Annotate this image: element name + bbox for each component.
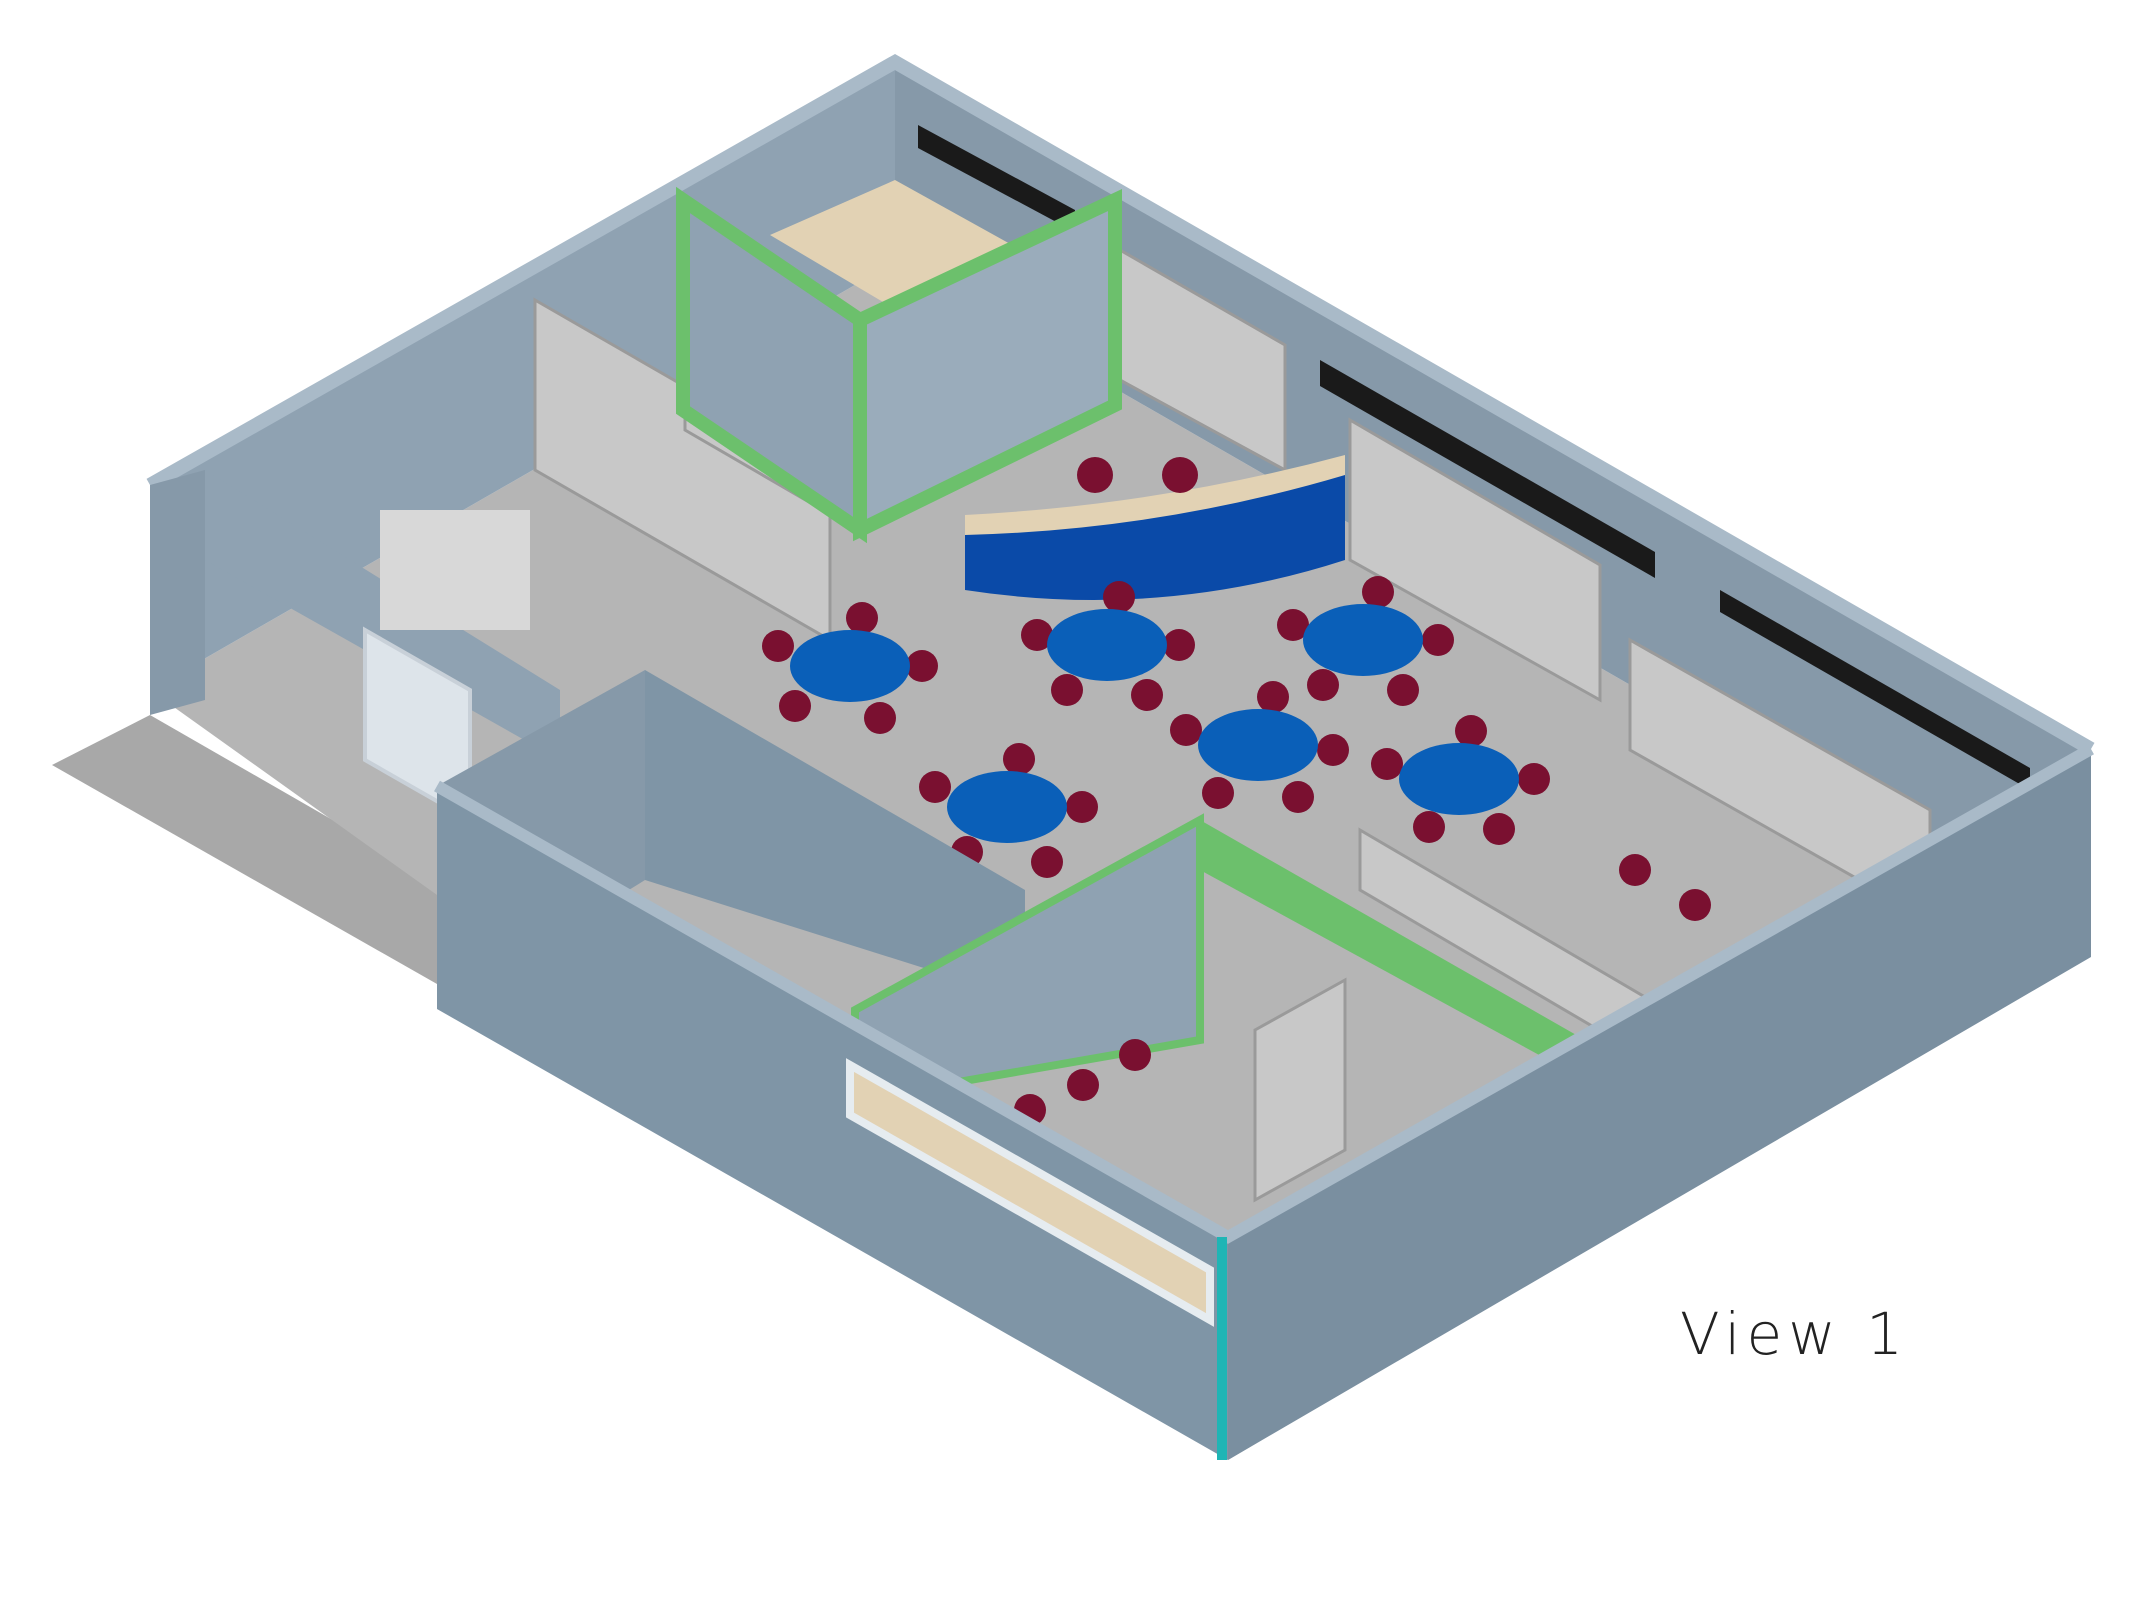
round-table [790,630,910,702]
round-table [1047,609,1167,681]
bookshelf [1253,977,1347,1203]
copier [380,510,530,630]
round-table [947,771,1067,843]
exterior-slab [52,715,437,984]
window [1320,360,1655,578]
view-label: View 1 [1680,1300,1909,1368]
left-outer-wall [150,470,205,715]
bookshelf [1348,417,1602,703]
front-window [846,1058,1214,1327]
round-table [1303,604,1423,676]
table-group [1021,581,1195,711]
window [1720,590,2030,790]
chair [1067,1069,1099,1101]
table-group [762,602,938,734]
table-group [1371,715,1550,845]
reception-desk [965,470,1345,600]
table-group [1170,681,1349,813]
round-table [1198,709,1318,781]
chair [1679,889,1711,921]
table-group [1277,576,1454,706]
chair [1162,457,1198,493]
green-partition [1200,820,1585,1080]
wall-top-rim [146,53,2095,756]
chair [1119,1039,1151,1071]
window [918,125,1075,232]
round-table [1399,743,1519,815]
interior-wall [645,670,1025,1000]
front-right-wall [1228,749,2091,1460]
chair [1077,457,1113,493]
front-left-wall [437,786,1228,1460]
green-partition [853,188,1122,542]
wall-top-rim [434,743,2094,1244]
reception-counter [965,455,1345,535]
chair [1619,854,1651,886]
